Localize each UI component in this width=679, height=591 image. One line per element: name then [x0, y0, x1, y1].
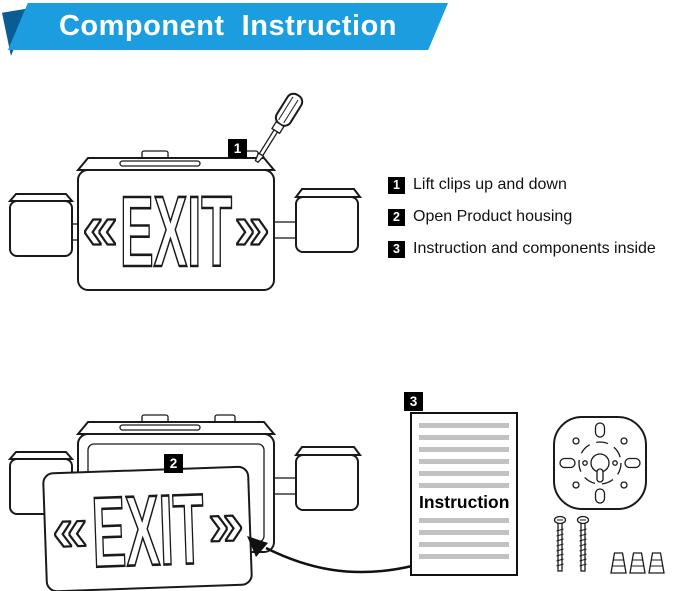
- step-number-badge: 3: [388, 240, 405, 258]
- exit-cover: « EXIT »: [42, 465, 253, 591]
- mounting-plate: [553, 416, 647, 510]
- page-title: Component Instruction: [58, 10, 398, 42]
- lamp-head-right: [267, 188, 362, 253]
- step-3-marker: 3: [404, 392, 423, 411]
- booklet-title: Instruction: [419, 492, 510, 512]
- title-banner: Component Instruction: [8, 3, 448, 50]
- step-label: Open Product housing: [413, 208, 573, 225]
- chevron-right-icon: »: [234, 191, 270, 263]
- legend-item: 3 Instruction and components inside: [388, 240, 656, 258]
- pointer-arrow: [247, 536, 413, 574]
- lamp-head-right: [267, 446, 362, 511]
- top-slot: [119, 160, 201, 167]
- wire-nut-icon: [648, 552, 665, 574]
- booklet-text-lines: [419, 518, 509, 566]
- screw-icon: [576, 515, 590, 572]
- step-1-marker: 1: [228, 139, 247, 158]
- step-label: Lift clips up and down: [413, 176, 567, 193]
- sign-face: [77, 169, 275, 291]
- legend-item: 2 Open Product housing: [388, 208, 656, 226]
- screw-icon: [553, 515, 567, 572]
- exit-sign-text: EXIT: [120, 176, 232, 288]
- instruction-booklet: Instruction: [410, 412, 518, 576]
- screwdriver-icon: [254, 92, 304, 164]
- chevron-left-icon: «: [51, 492, 89, 565]
- wire-nut-icon: [610, 552, 627, 574]
- top-slot: [119, 424, 201, 431]
- booklet-text-lines: [419, 423, 509, 488]
- chevron-left-icon: «: [82, 191, 118, 263]
- step-number-badge: 2: [388, 208, 405, 226]
- step-2-marker: 2: [164, 454, 183, 473]
- lamp-head-left: [7, 193, 83, 257]
- legend-item: 1 Lift clips up and down: [388, 176, 656, 194]
- step-label: Instruction and components inside: [413, 240, 656, 257]
- exit-sign-closed: « EXIT »: [7, 150, 362, 291]
- step-number-badge: 1: [388, 176, 405, 194]
- exit-cover-text: EXIT: [90, 473, 206, 589]
- legend: 1 Lift clips up and down 2 Open Product …: [388, 176, 656, 272]
- wire-nut-icon: [629, 552, 646, 574]
- chevron-right-icon: »: [207, 487, 245, 560]
- exit-sign-open: « EXIT »: [7, 414, 362, 591]
